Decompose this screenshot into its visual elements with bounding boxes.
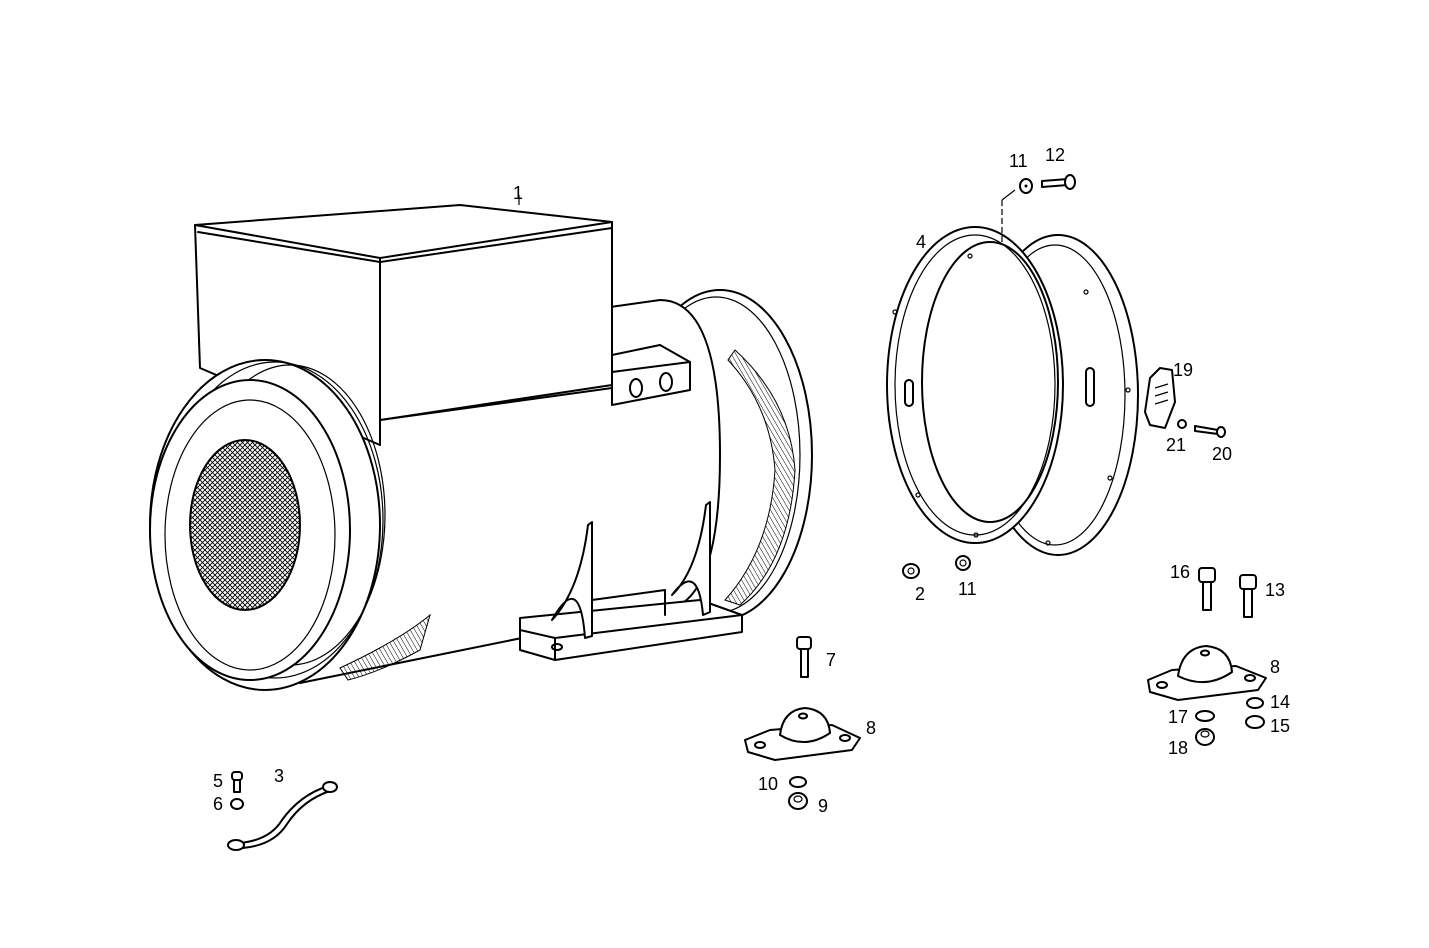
part-label-7: 7 bbox=[826, 650, 837, 670]
part-label-5: 5 bbox=[213, 771, 224, 791]
part-label-20: 20 bbox=[1212, 444, 1233, 464]
lock-washer-6 bbox=[230, 798, 244, 810]
ground-strap-3 bbox=[227, 781, 338, 851]
part-label-8-right: 8 bbox=[1270, 657, 1281, 677]
bolt-13 bbox=[1239, 574, 1257, 618]
washer-17 bbox=[1195, 710, 1215, 722]
part-label-11-bottom: 11 bbox=[958, 579, 977, 599]
rubber-mount-8-middle bbox=[744, 707, 861, 761]
nut-2 bbox=[902, 563, 920, 579]
part-label-9: 9 bbox=[818, 796, 829, 816]
washer-11-bottom bbox=[955, 555, 971, 571]
alternator-body bbox=[149, 195, 813, 691]
bolt-12 bbox=[1041, 174, 1076, 190]
nut-9 bbox=[788, 792, 808, 810]
screw-5 bbox=[231, 771, 243, 793]
washer-21 bbox=[1177, 419, 1187, 429]
part-label-8-middle: 8 bbox=[866, 718, 877, 738]
bolt-7 bbox=[796, 636, 812, 678]
part-label-1: 1 bbox=[513, 183, 524, 203]
part-label-13: 13 bbox=[1265, 580, 1286, 600]
part-label-14: 14 bbox=[1270, 692, 1291, 712]
washer-11-top bbox=[1019, 178, 1033, 194]
bolt-16 bbox=[1198, 567, 1216, 611]
part-label-16: 16 bbox=[1170, 562, 1191, 582]
part-label-15: 15 bbox=[1270, 716, 1291, 736]
rubber-mount-8-right bbox=[1147, 645, 1267, 701]
part-label-17: 17 bbox=[1168, 707, 1189, 727]
vent-cover-19 bbox=[1144, 367, 1176, 429]
part-label-3: 3 bbox=[274, 766, 285, 786]
part-label-18: 18 bbox=[1168, 738, 1189, 758]
part-label-11-top: 11 bbox=[1009, 151, 1028, 171]
nut-18 bbox=[1195, 728, 1215, 746]
part-label-12: 12 bbox=[1045, 145, 1066, 165]
part-label-21: 21 bbox=[1166, 435, 1187, 455]
part-label-4: 4 bbox=[916, 232, 927, 252]
part-label-2: 2 bbox=[915, 584, 926, 604]
part-label-6: 6 bbox=[213, 794, 224, 814]
nut-15 bbox=[1245, 715, 1265, 729]
washer-10 bbox=[789, 776, 807, 788]
adapter-ring bbox=[886, 189, 1139, 556]
washer-14 bbox=[1246, 697, 1264, 709]
part-label-19: 19 bbox=[1173, 360, 1194, 380]
part-label-10: 10 bbox=[758, 774, 779, 794]
screw-20 bbox=[1194, 425, 1226, 438]
